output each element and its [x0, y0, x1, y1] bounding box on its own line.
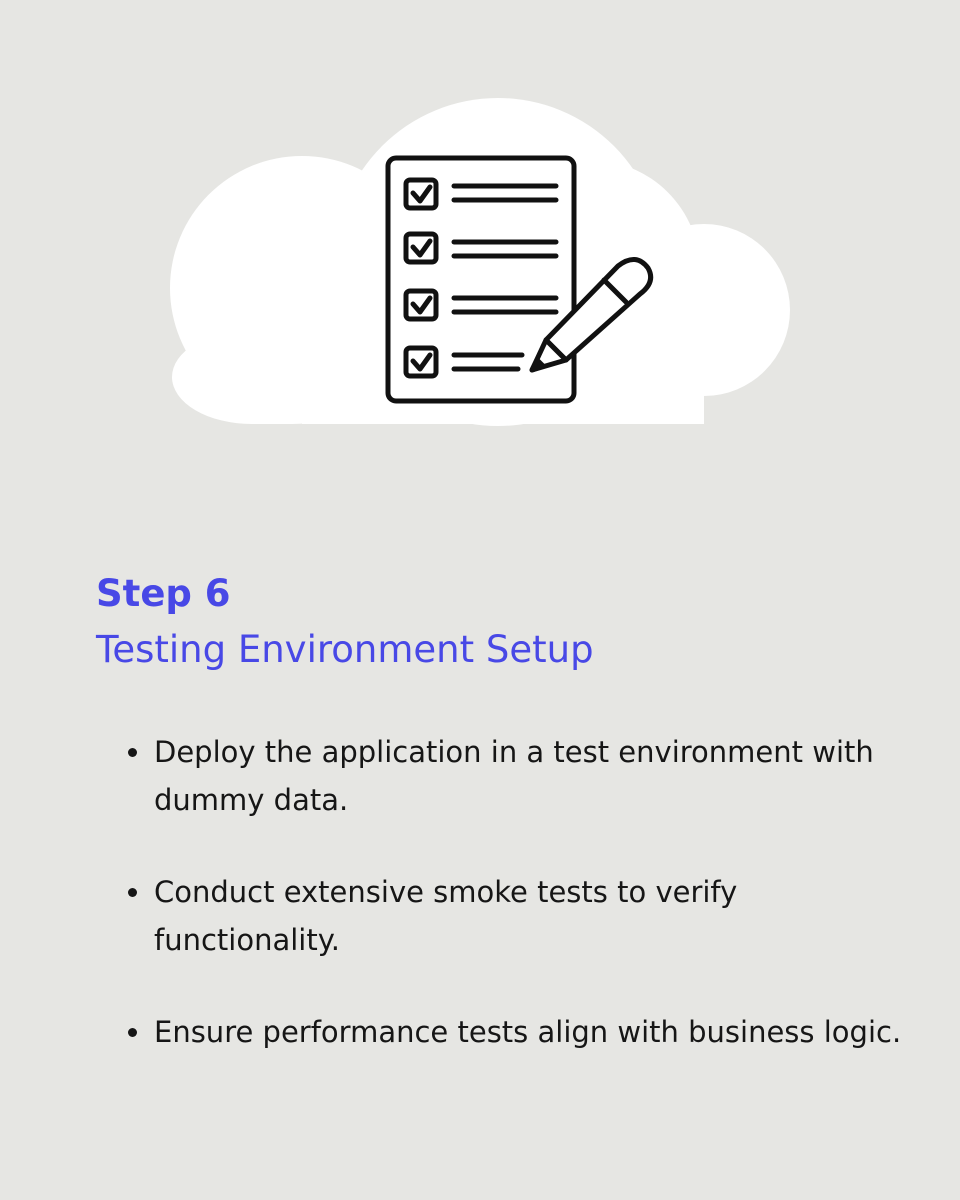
- pencil-icon: [529, 257, 654, 373]
- list-item: Conduct extensive smoke tests to verify …: [122, 868, 902, 964]
- step-details-list: Deploy the application in a test environ…: [122, 728, 902, 1100]
- bullet-dot-icon: [128, 748, 137, 757]
- list-item: Deploy the application in a test environ…: [122, 728, 902, 824]
- list-item: Ensure performance tests align with busi…: [122, 1008, 902, 1056]
- step-heading: Step 6 Testing Environment Setup: [96, 568, 896, 680]
- list-item-text: Ensure performance tests align with busi…: [154, 1015, 902, 1049]
- cloud-checklist-illustration: [170, 98, 790, 426]
- bullet-dot-icon: [128, 888, 137, 897]
- bullet-dot-icon: [128, 1028, 137, 1037]
- hero-illustration: [0, 0, 960, 460]
- list-item-text: Deploy the application in a test environ…: [154, 735, 874, 817]
- cloud-shape: [170, 98, 790, 426]
- checklist-icon: [385, 155, 577, 404]
- list-item-text: Conduct extensive smoke tests to verify …: [154, 875, 738, 957]
- step-title: Testing Environment Setup: [96, 628, 594, 671]
- step-number: Step 6: [96, 572, 231, 615]
